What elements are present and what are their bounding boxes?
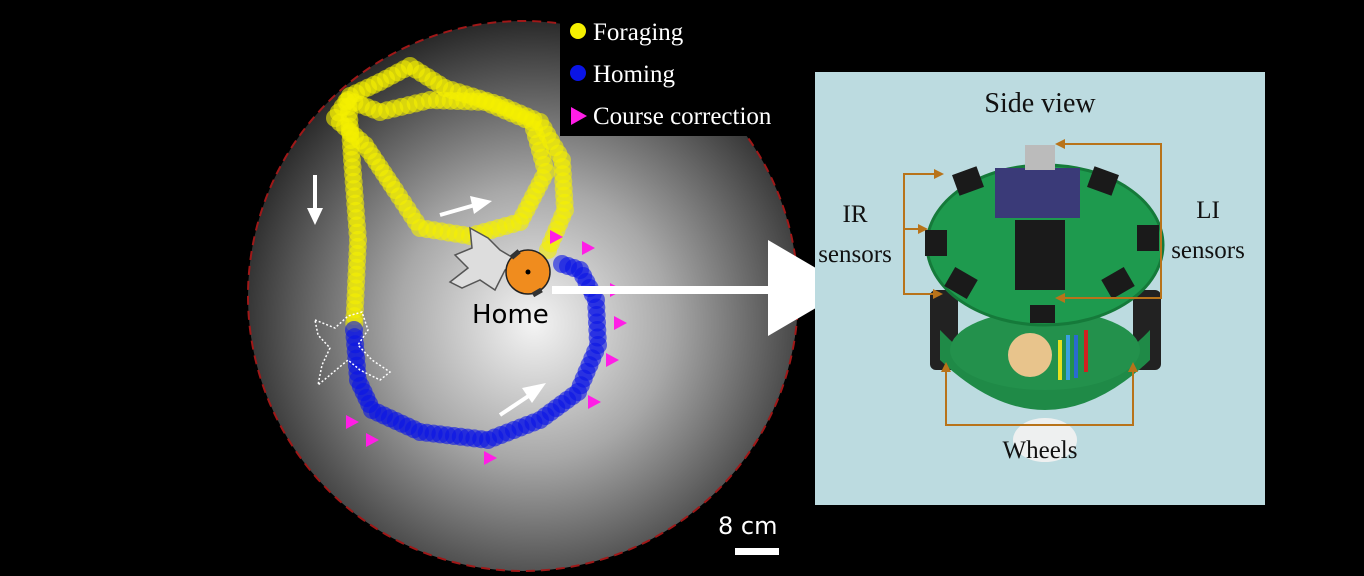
callout-arrowheads (918, 139, 1138, 372)
robot-side-view-panel: Side view (815, 72, 1265, 505)
course-correction-marker (606, 353, 619, 367)
direction-arrows (307, 175, 546, 417)
callout-lines (903, 143, 1162, 426)
course-correction-marker (346, 415, 359, 429)
course-correction-marker (582, 241, 595, 255)
robot-photo (925, 145, 1165, 462)
course-correction-marker (366, 433, 379, 447)
direction-arrow-right (439, 196, 492, 217)
course-correction-marker (484, 451, 497, 465)
course-correction-marker (588, 395, 601, 409)
ir-sensors-callout (903, 173, 936, 295)
panel-title: Side view (984, 88, 1096, 119)
wheels-label: Wheels (1003, 437, 1078, 464)
course-correction-marker (550, 230, 563, 244)
scale-bar (735, 548, 779, 555)
wheels-callout (945, 368, 1134, 426)
course-correction-marker (614, 316, 627, 330)
li-label-line1: LI (1196, 197, 1220, 224)
li-label-line2: sensors (1171, 237, 1245, 264)
robot-marker (505, 249, 551, 298)
legend-homing-marker (570, 65, 586, 81)
zoom-arrow (552, 240, 850, 336)
legend-foraging-marker (570, 23, 586, 39)
nest-shape (448, 226, 522, 292)
li-sensors-callout (1062, 143, 1162, 299)
legend-foraging-label: Foraging (593, 19, 684, 46)
food-source-outline (313, 311, 392, 387)
ir-label-line1: IR (843, 201, 868, 228)
homing-point (553, 255, 571, 273)
legend-course-correction-marker (571, 107, 587, 125)
ir-label-line2: sensors (818, 241, 892, 268)
legend-homing-label: Homing (593, 61, 675, 88)
scale-label: 8 cm (718, 512, 777, 540)
direction-arrow-down (307, 175, 323, 225)
home-label: Home (472, 300, 549, 330)
direction-arrow-up-right (498, 383, 546, 417)
legend: Foraging Homing Course correction (560, 14, 812, 136)
legend-course-correction-label: Course correction (593, 103, 772, 130)
